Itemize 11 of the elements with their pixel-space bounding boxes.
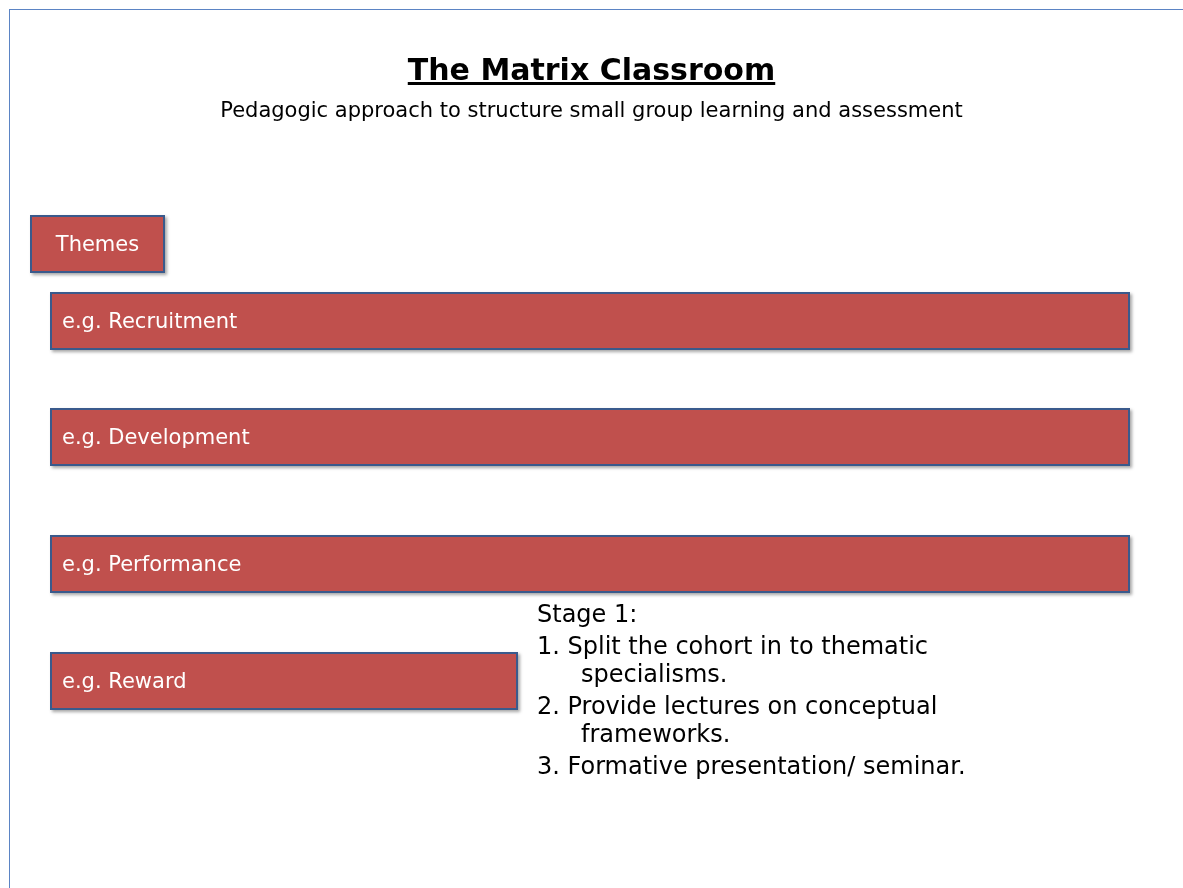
theme-bar: e.g. Development	[50, 408, 1130, 466]
stage-heading: Stage 1:	[537, 600, 639, 628]
theme-header-box: Themes	[30, 215, 165, 273]
theme-bar: e.g. Performance	[50, 535, 1130, 593]
title: The Matrix Classroom	[406, 52, 777, 87]
list-item: 2. Provide lectures on conceptual frameworks.	[537, 692, 939, 748]
list-item: 3. Formative presentation/ seminar.	[537, 752, 967, 780]
theme-bar: e.g. Reward	[50, 652, 518, 710]
subtitle: Pedagogic approach to structure small group learning and assessment	[219, 98, 964, 122]
theme-bar: e.g. Recruitment	[50, 292, 1130, 350]
list-item: 1. Split the cohort in to thematic specialisms.	[537, 632, 930, 688]
